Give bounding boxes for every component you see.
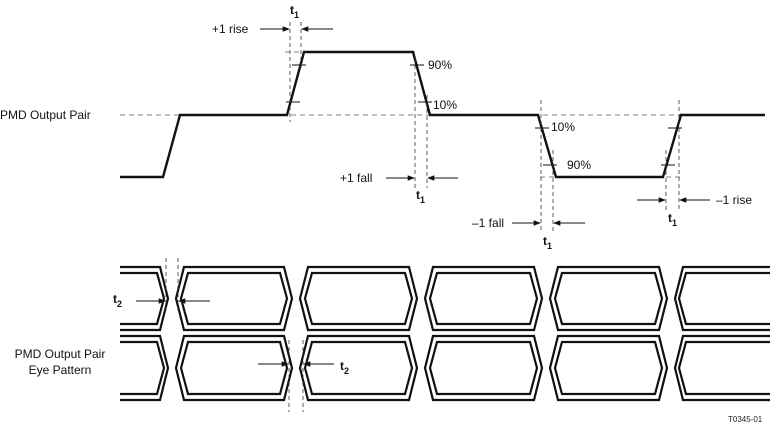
eye-outer-1-3 [548,334,669,402]
label-plus1-fall: +1 fall [340,171,372,185]
label-t1-nfall: t1 [543,234,552,251]
eye-partial-right-inner-1 [677,340,770,396]
figure-id: T0345-01 [728,415,763,424]
eye-outer-1-0 [174,334,294,402]
eye-partial-right-inner-0 [677,271,770,326]
label-plus1-rise: +1 rise [212,22,249,36]
label-pmd-output-pair: PMD Output Pair [0,108,91,122]
eye-partial-right-outer-1 [673,334,770,402]
eye-inner-0-3 [553,271,664,326]
eye-partial-right-outer-0 [673,265,770,332]
eye-inner-0-0 [179,271,289,326]
label-t1-nrise: t1 [668,211,677,228]
label-minus1-rise: –1 rise [716,193,752,207]
eye-outer-1-2 [423,334,544,402]
eye-partial-left-outer-0 [120,265,170,332]
label-eye-line2: Eye Pattern [29,363,92,377]
eye-outer-0-2 [423,265,544,332]
label-t1-fall: t1 [416,188,425,205]
label-eye-line1: PMD Output Pair [15,347,106,361]
eye-partial-left-outer-1 [120,334,170,402]
eye-outer-0-0 [174,265,294,332]
eye-inner-1-3 [553,340,664,396]
eye-partial-left-inner-1 [120,340,166,396]
label-minus1-fall: –1 fall [472,216,504,230]
eye-inner-0-1 [303,271,414,326]
label-t1-rise: t1 [290,3,299,20]
label-t2-bottom: t2 [340,359,349,376]
eye-pattern [120,265,770,402]
eye-inner-1-0 [179,340,289,396]
label-10pct-top: 10% [433,98,457,112]
label-t2-top: t2 [113,292,122,309]
eye-inner-0-2 [428,271,539,326]
output-pair-waveform: PMD Output Pair +1 rise 90% 10% 10% 90% … [0,3,765,251]
eye-outer-0-1 [298,265,419,332]
label-90pct-bottom: 90% [567,158,591,172]
eye-inner-1-1 [303,340,414,396]
label-90pct-top: 90% [428,58,452,72]
eye-outer-1-1 [298,334,419,402]
eye-inner-1-2 [428,340,539,396]
eye-partial-left-inner-0 [120,271,166,326]
label-10pct-bottom: 10% [551,120,575,134]
eye-outer-0-3 [548,265,669,332]
